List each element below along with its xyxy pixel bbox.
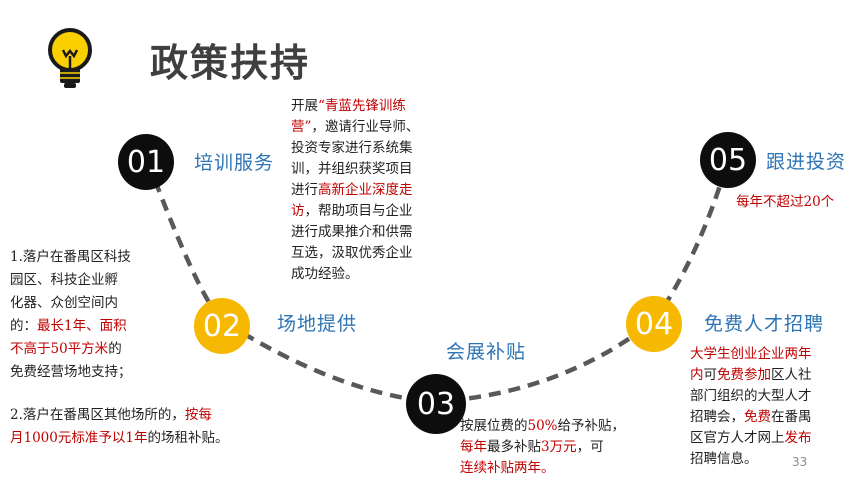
venue-description-1: 1.落户在番禺区科技 园区、科技企业孵 化器、众创空间内 的：最长1年、面积 不… [10,249,132,380]
exhibition-description: 按展位费的50%给予补贴， 每年最多补贴3万元，可 连续补贴两年。 [460,418,626,476]
training-description: 开展“青蓝先锋训练 营”，邀请行业导师、 投资专家进行系统集 训，并组织获奖项目… [291,98,420,282]
talent-description: 大学生创业企业两年 内可免费参加区人社 部门组织的大型人才 招聘会，免费在番禺 … [690,346,812,467]
page-title: 政策扶持 [150,41,311,85]
step-01-label: 培训服务 [194,152,275,174]
light-bulb-icon [48,28,92,88]
page-number: 33 [792,455,808,469]
step-03-label: 会展补贴 [446,341,527,363]
step-04-circle: 04 [626,296,682,352]
investment-description: 每年不超过20个 [736,194,835,210]
step-02-circle: 02 [194,298,250,354]
venue-description-2: 2.落户在番禺区其他场所的，按每 月1000元标准予以1年的场租补贴。 [10,407,229,446]
step-04-label: 免费人才招聘 [704,313,825,335]
step-05-circle: 05 [700,132,756,188]
step-01-circle: 01 [118,134,174,190]
step-02-label: 场地提供 [277,313,358,335]
step-03-circle: 03 [406,374,466,434]
step-05-label: 跟进投资 [766,151,847,173]
